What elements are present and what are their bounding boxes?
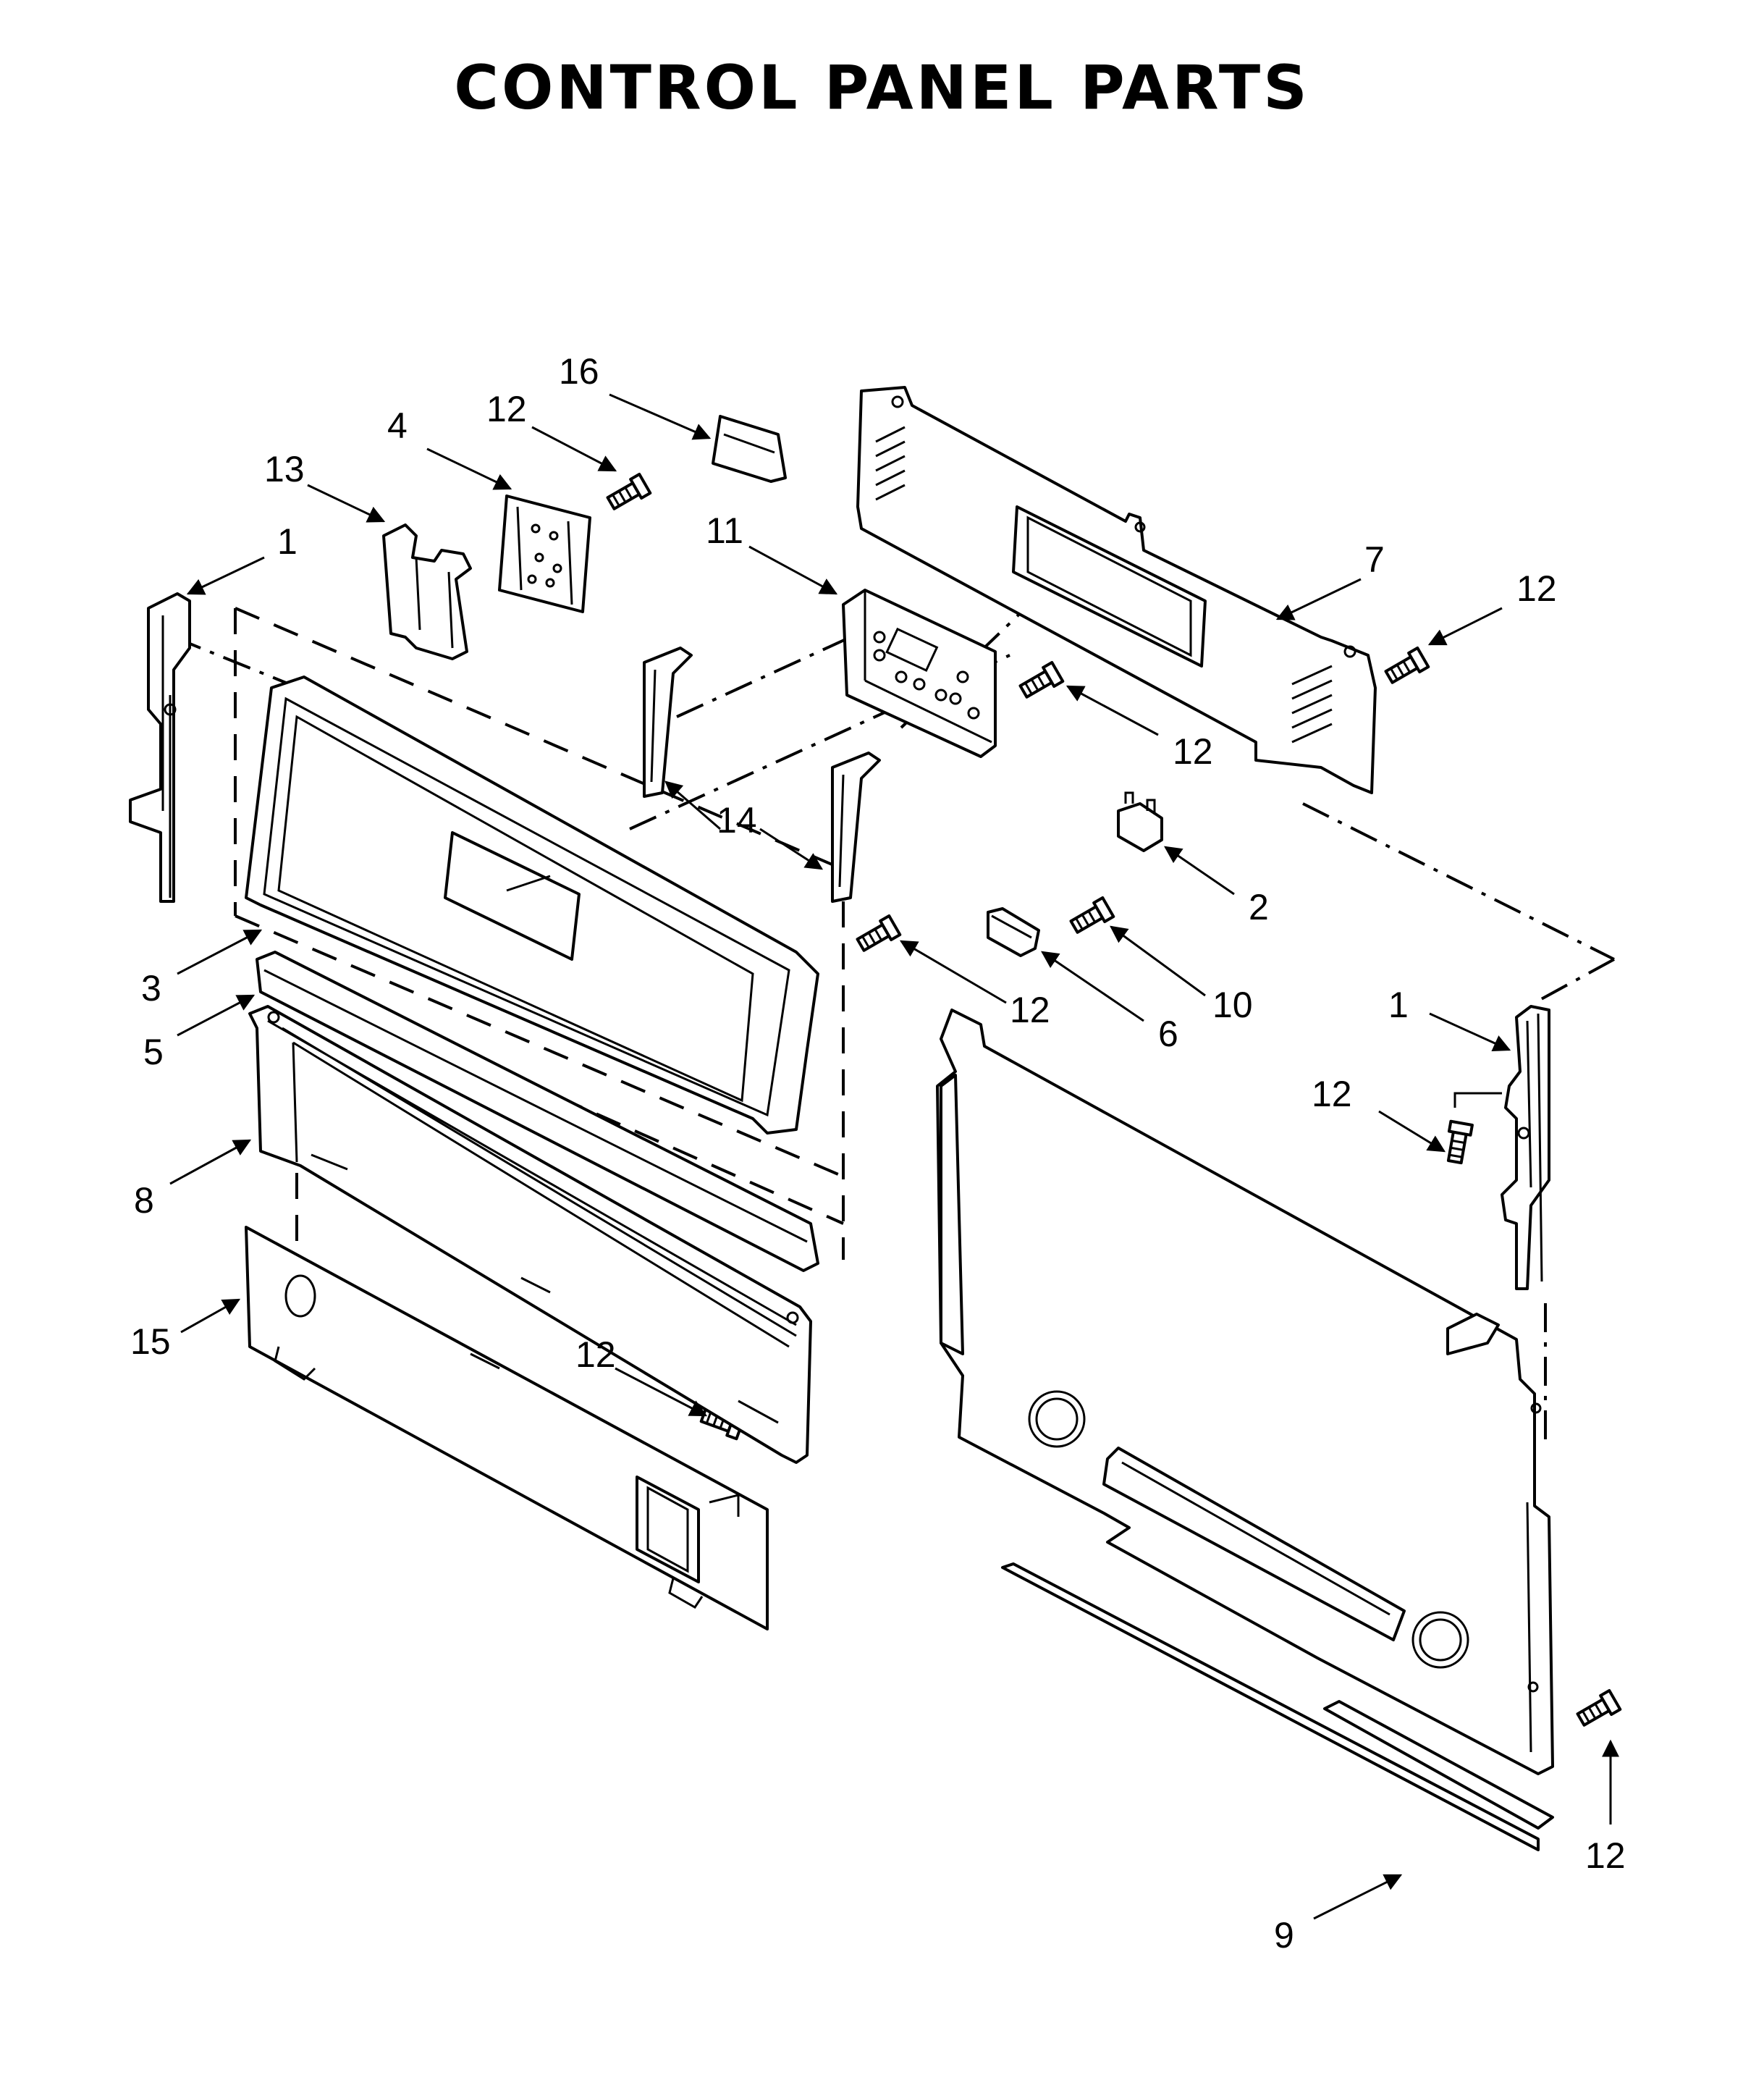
callout-12: 12 <box>1585 1835 1626 1876</box>
part-15-lower-plate <box>245 1226 769 1630</box>
callout-12: 12 <box>1312 1074 1352 1114</box>
callout-2: 2 <box>1249 887 1269 927</box>
part-9-rear-panel <box>936 1009 1554 1851</box>
part-13-bracket <box>382 523 472 660</box>
callout-9: 9 <box>1274 1915 1294 1956</box>
part-8-support-channel <box>248 1005 812 1464</box>
part-14-end-caps <box>643 647 881 903</box>
screw-icon <box>1384 647 1430 684</box>
screw-icon <box>856 914 902 952</box>
callout-12: 12 <box>1516 568 1557 609</box>
part-1-right-side-bracket <box>1453 1005 1550 1290</box>
part-16-clip <box>712 415 787 483</box>
part-7-control-bracket <box>856 386 1377 794</box>
callout-6: 6 <box>1158 1014 1178 1054</box>
callout-7: 7 <box>1364 539 1385 580</box>
callout-13: 13 <box>264 449 305 489</box>
screw-icons <box>606 473 1622 1727</box>
callout-11: 11 <box>706 510 743 551</box>
leader-arrows <box>169 393 1619 1920</box>
callout-12: 12 <box>1173 731 1213 772</box>
diagram-title: CONTROL PANEL PARTS <box>454 52 1310 123</box>
part-11-electronic-control <box>842 589 997 758</box>
callout-3: 3 <box>141 968 161 1009</box>
callout-14: 14 <box>717 800 757 841</box>
screw-icon <box>606 473 652 510</box>
callout-12: 12 <box>575 1334 616 1375</box>
callout-15: 15 <box>130 1321 171 1362</box>
callout-4: 4 <box>387 405 408 446</box>
callout-16: 16 <box>559 351 599 392</box>
callout-1: 1 <box>277 521 297 562</box>
screw-icon <box>1576 1689 1622 1727</box>
callout-12: 12 <box>486 389 527 429</box>
callout-labels: 16 12 4 13 1 11 7 12 12 14 2 3 5 12 6 10… <box>130 351 1626 1956</box>
part-5-trim-strip <box>256 951 819 1272</box>
callout-1: 1 <box>1388 985 1409 1025</box>
part-6-clip <box>987 907 1040 957</box>
part-2-switch <box>1117 791 1163 852</box>
callout-12: 12 <box>1010 990 1050 1030</box>
callout-8: 8 <box>134 1180 154 1221</box>
callout-5: 5 <box>143 1032 164 1072</box>
screw-icon <box>1069 896 1115 934</box>
screw-icon <box>1446 1119 1474 1165</box>
part-3-control-panel <box>245 675 819 1135</box>
screw-icon <box>1018 661 1065 699</box>
part-1-left-side-bracket <box>129 592 191 903</box>
part-4-plate <box>498 494 591 613</box>
callout-10: 10 <box>1212 985 1253 1025</box>
